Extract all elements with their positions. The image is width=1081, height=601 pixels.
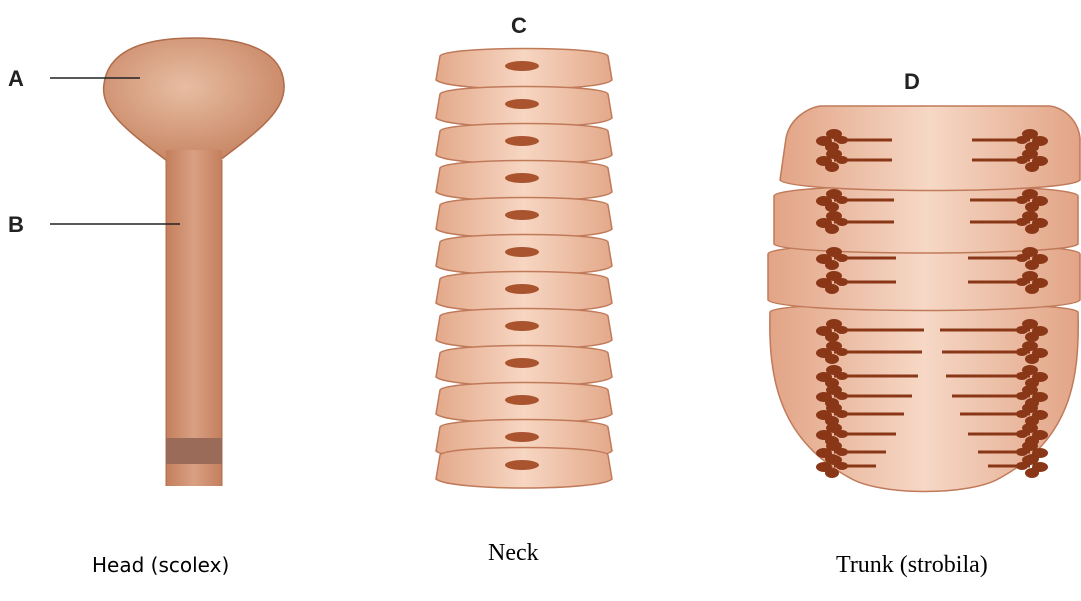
scolex-head [104, 38, 285, 160]
neck-segment [436, 272, 612, 313]
neck-segment [436, 309, 612, 350]
neck-segment [436, 235, 612, 276]
neck-segment [436, 124, 612, 165]
marker-d: D [904, 69, 920, 94]
marker-c: C [511, 13, 527, 38]
marker-b: B [8, 212, 24, 237]
neck-segment [436, 198, 612, 239]
strobila-illustration [768, 106, 1080, 492]
neck-segment [436, 49, 612, 90]
neck-segment [436, 448, 612, 489]
scolex-stalk [166, 150, 222, 486]
scolex-band [166, 438, 222, 464]
caption-trunk: Trunk (strobila) [836, 552, 988, 579]
neck-segment [436, 383, 612, 424]
caption-head: Head (scolex) [92, 553, 229, 577]
neck-segment [436, 87, 612, 128]
caption-neck: Neck [488, 540, 539, 567]
neck-segments [436, 49, 612, 489]
neck-segment [436, 346, 612, 387]
marker-a: A [8, 66, 24, 91]
scolex-illustration: A B [8, 38, 284, 486]
neck-segment [436, 161, 612, 202]
